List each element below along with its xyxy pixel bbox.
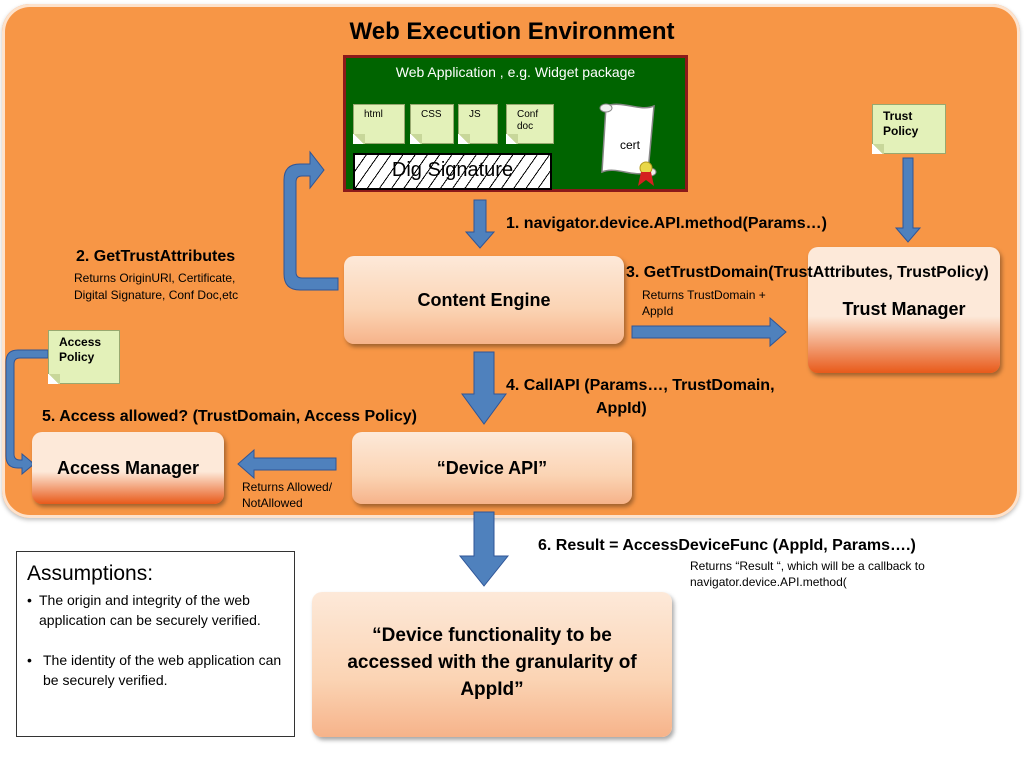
step-3-desc-line-1: Returns TrustDomain +: [642, 288, 766, 302]
step-5-desc-line-2: NotAllowed: [242, 496, 303, 510]
step-3-desc-line-2: AppId: [642, 304, 674, 318]
digital-signature: Dig Signature: [353, 153, 552, 190]
device-api-box: “Device API”: [352, 432, 632, 504]
access-policy-note: Access Policy: [48, 330, 120, 384]
step-6-desc-line-2: navigator.device.API.method(: [690, 575, 847, 589]
assumption-item-2: • The identity of the web application ca…: [27, 650, 287, 690]
digital-signature-label: Dig Signature: [391, 159, 514, 181]
assumptions-box: Assumptions: • The origin and integrity …: [16, 551, 295, 737]
step-4-label-line-2: AppId): [596, 400, 647, 417]
access-manager-box: Access Manager: [32, 432, 224, 504]
conf-doc-label: Conf doc: [517, 109, 539, 132]
device-functionality-box: “Device functionality to be accessed wit…: [312, 592, 672, 737]
arrow-step-3: [631, 316, 787, 348]
access-policy-label: Access Policy: [59, 335, 102, 364]
content-engine-label: Content Engine: [417, 290, 551, 310]
environment-title: Web Execution Environment: [349, 18, 675, 45]
content-engine-box: Content Engine: [344, 256, 624, 344]
step-1-label: 1. navigator.device.API.method(Params…): [506, 215, 827, 232]
step-6-desc-line-1: Returns “Result “, which will be a callb…: [690, 559, 925, 573]
step-2-label: 2. GetTrustAttributes: [76, 248, 236, 265]
css-file-note: CSS: [410, 104, 454, 144]
step-2-desc-line-2: Digital Signature, Conf Doc,etc: [74, 288, 239, 302]
step-4-label-line-1: 4. CallAPI (Params…, TrustDomain,: [506, 377, 775, 394]
device-api-label: “Device API”: [436, 458, 548, 478]
trust-manager-label: Trust Manager: [842, 299, 966, 319]
html-file-note: html: [353, 104, 405, 144]
step-5-label: 5. Access allowed? (TrustDomain, Access …: [42, 408, 417, 425]
arrow-step-5: [237, 448, 337, 480]
web-application-title: Web Application , e.g. Widget package: [395, 64, 636, 80]
conf-doc-note: Conf doc: [506, 104, 554, 144]
arrow-step-4: [461, 351, 507, 425]
html-file-label: html: [364, 109, 383, 120]
assumption-item-1-text: The origin and integrity of the web appl…: [39, 592, 261, 628]
assumption-item-2-text: The identity of the web application can …: [43, 652, 282, 688]
assumptions-heading: Assumptions:: [27, 562, 154, 585]
trust-policy-label: Trust Policy: [883, 109, 919, 138]
css-file-label: CSS: [421, 109, 442, 120]
js-file-note: JS: [458, 104, 498, 144]
step-5-desc-line-1: Returns Allowed/: [242, 480, 333, 494]
js-file-label: JS: [469, 109, 481, 120]
arrow-access-policy: [5, 349, 49, 476]
trust-manager-box: Trust Manager: [808, 247, 1000, 373]
step-2-desc-line-1: Returns OriginURl, Certificate,: [74, 271, 236, 285]
device-functionality-label: “Device functionality to be accessed wit…: [347, 625, 637, 700]
arrow-trust-policy: [894, 157, 922, 243]
certificate-scroll-icon: cert: [599, 103, 657, 186]
arrow-step-6: [458, 511, 510, 587]
arrow-step-1: [464, 199, 496, 249]
step-3-label: 3. GetTrustDomain(TrustAttributes, Trust…: [626, 264, 989, 281]
access-manager-label: Access Manager: [56, 458, 200, 478]
web-application-package: Web Application , e.g. Widget package ht…: [343, 55, 688, 192]
trust-policy-note: Trust Policy: [872, 104, 946, 154]
certificate-label: cert: [620, 138, 641, 152]
arrow-step-2: [283, 150, 339, 291]
step-6-label: 6. Result = AccessDeviceFunc (AppId, Par…: [538, 537, 916, 554]
assumption-item-1: • The origin and integrity of the web ap…: [27, 590, 287, 630]
